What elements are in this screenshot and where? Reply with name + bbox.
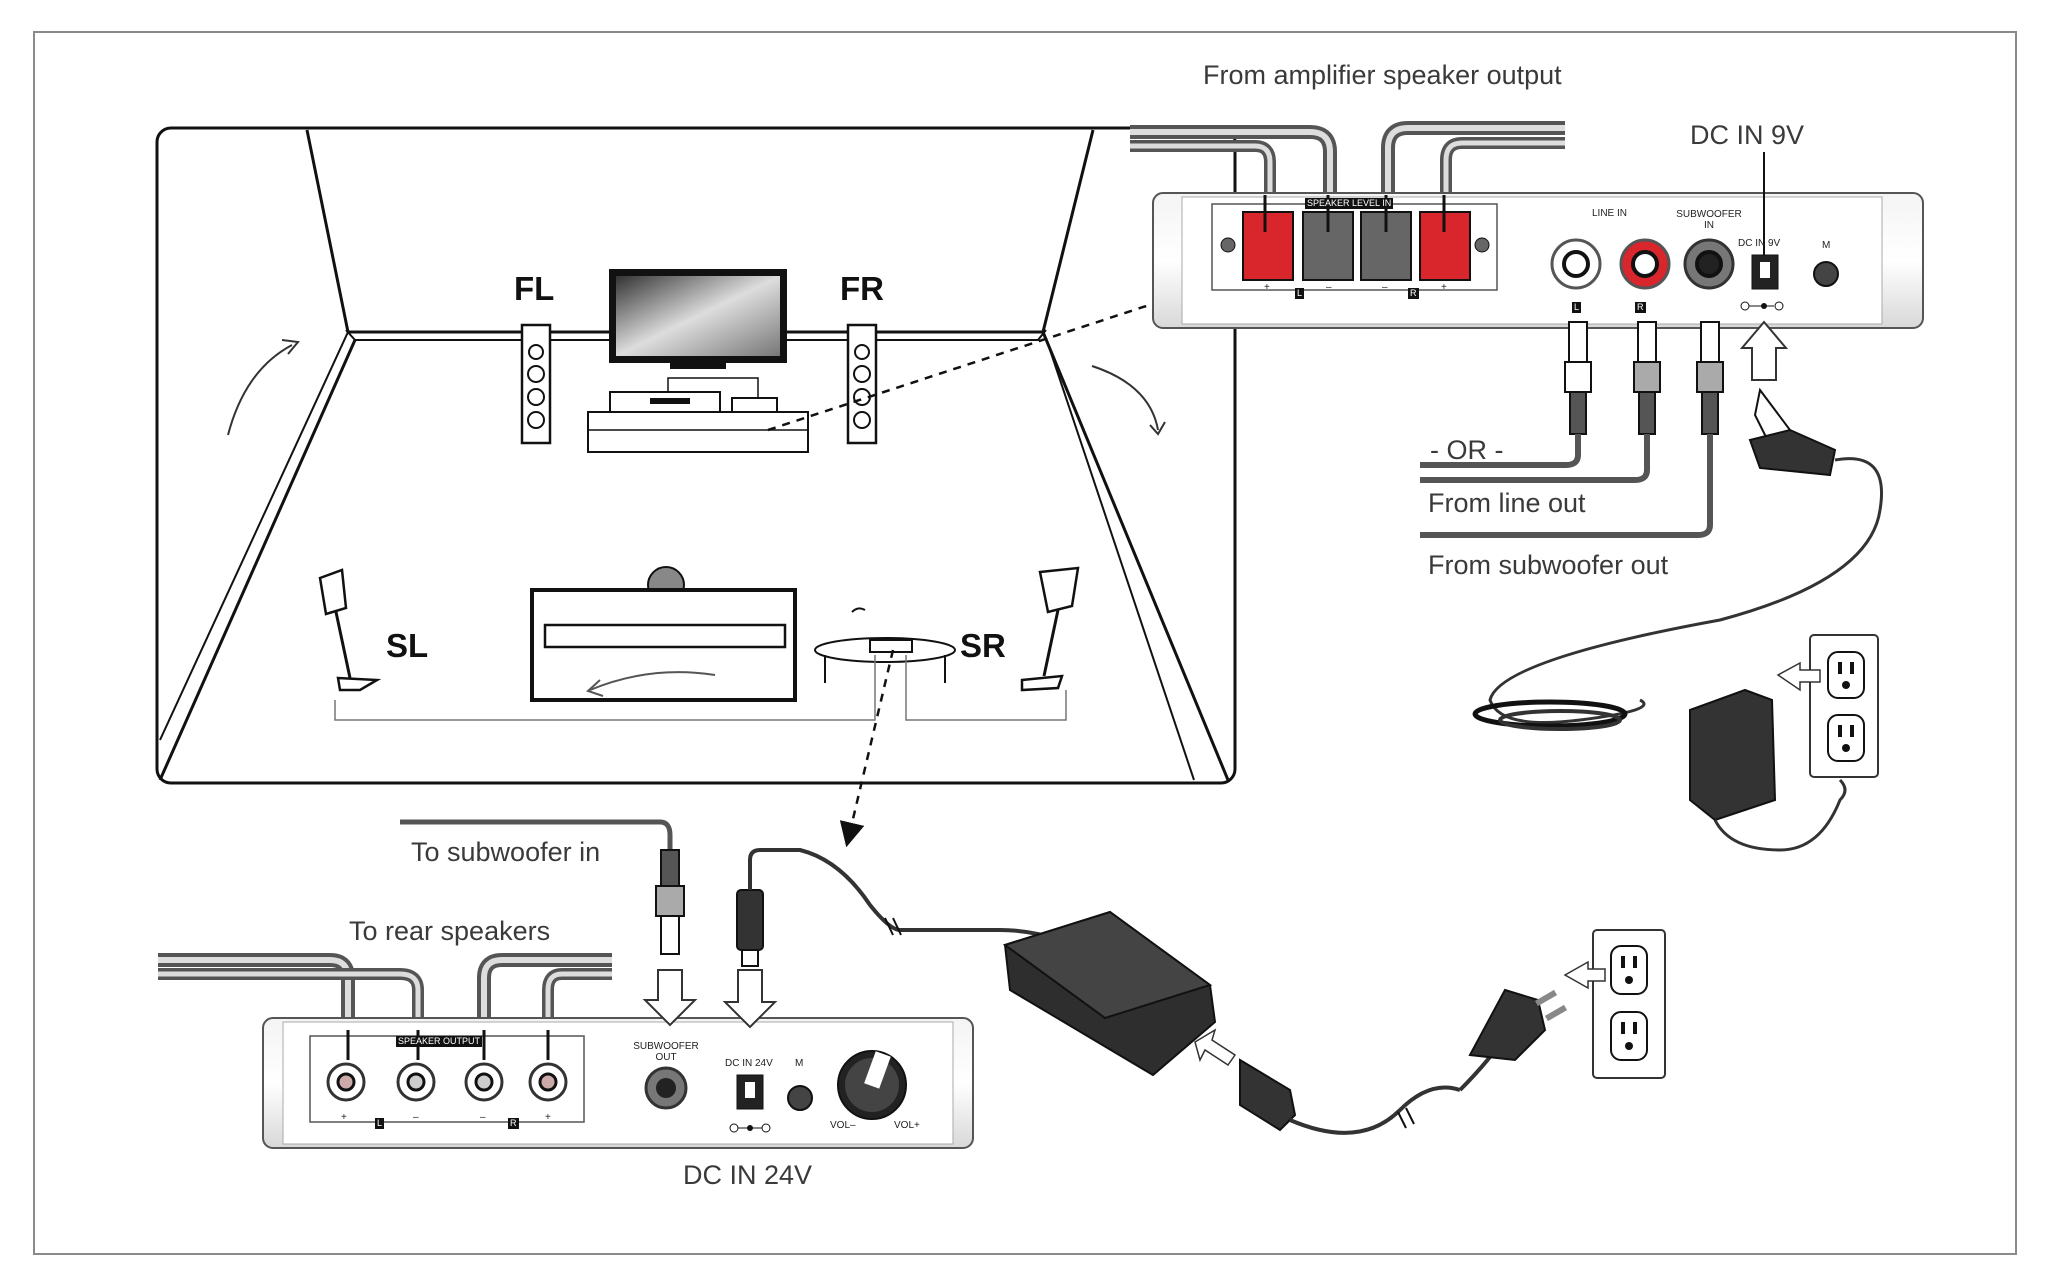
input-cables — [1420, 321, 1883, 852]
receiver-cables — [400, 819, 1666, 1135]
t-l-badge: L — [1295, 288, 1305, 299]
front-right-speaker — [846, 323, 878, 445]
or-label: - OR - — [1430, 435, 1504, 465]
to-rear-label: To rear speakers — [349, 916, 551, 946]
r-minus-r: – — [480, 1112, 486, 1123]
dc-in-panel-label: DC IN 9V — [1738, 238, 1781, 249]
surround-right-speaker — [1020, 566, 1080, 692]
r-l-badge: L — [375, 1118, 385, 1129]
receiver-m-label: M — [795, 1058, 804, 1069]
speaker-label-sl: SL — [386, 627, 429, 664]
r-r-badge: R — [508, 1118, 519, 1129]
receiver-m-button — [787, 1085, 813, 1111]
t-plus-r: + — [1441, 282, 1447, 293]
dc-in-9v-label: DC IN 9V — [1690, 120, 1805, 150]
to-sub-in-label: To subwoofer in — [411, 837, 601, 867]
ac-plug — [1468, 988, 1547, 1062]
line-in-r-badge: R — [1635, 302, 1646, 313]
transmitter-unit — [731, 397, 778, 413]
room-illustration — [155, 126, 1237, 785]
from-line-out-label: From line out — [1428, 488, 1586, 518]
speaker-label-fl: FL — [514, 270, 555, 307]
m-label: M — [1822, 240, 1831, 251]
tv-stand — [587, 411, 809, 453]
sofa-with-listener — [530, 566, 797, 702]
subwoofer-out-label: SUBWOOFER OUT — [633, 1041, 699, 1063]
terminal-l-plus — [1242, 211, 1294, 281]
m-button — [1813, 261, 1839, 287]
amp-output-label: From amplifier speaker output — [1203, 60, 1562, 90]
front-left-speaker — [520, 323, 552, 445]
r-plus-r: + — [545, 1112, 551, 1123]
t-plus-l: + — [1264, 282, 1270, 293]
speaker-label-fr: FR — [840, 270, 884, 307]
outer-frame — [33, 31, 2017, 1255]
room-frame — [155, 126, 1237, 785]
vol-plus-label: VOL+ — [894, 1120, 920, 1131]
subwoofer-in-label: SUBWOOFER IN — [1676, 209, 1742, 231]
t-minus-l: – — [1326, 282, 1332, 293]
t-minus-r: – — [1382, 282, 1388, 293]
dc-in-24v-panel-label: DC IN 24V — [725, 1058, 773, 1069]
line-in-l-badge: L — [1572, 302, 1582, 313]
r-plus-l: + — [341, 1112, 347, 1123]
receiver-panel — [158, 953, 974, 1149]
line-in-label: LINE IN — [1592, 208, 1628, 219]
speaker-level-in-label: SPEAKER LEVEL IN — [1305, 198, 1394, 209]
transmitter-panel — [1130, 121, 1924, 381]
surround-left-speaker — [318, 568, 382, 692]
r-minus-l: – — [413, 1112, 419, 1123]
from-sub-out-label: From subwoofer out — [1428, 550, 1669, 580]
link-arrow-receiver — [839, 649, 895, 848]
speaker-output-label: SPEAKER OUTPUT — [396, 1036, 483, 1047]
receiver-unit — [869, 639, 913, 653]
t-r-badge: R — [1408, 288, 1419, 299]
vol-minus-label: VOL– — [830, 1120, 856, 1131]
dc-in-24v-label: DC IN 24V — [683, 1160, 813, 1190]
power-adapter-9v — [1689, 688, 1777, 822]
speaker-label-sr: SR — [960, 627, 1006, 664]
